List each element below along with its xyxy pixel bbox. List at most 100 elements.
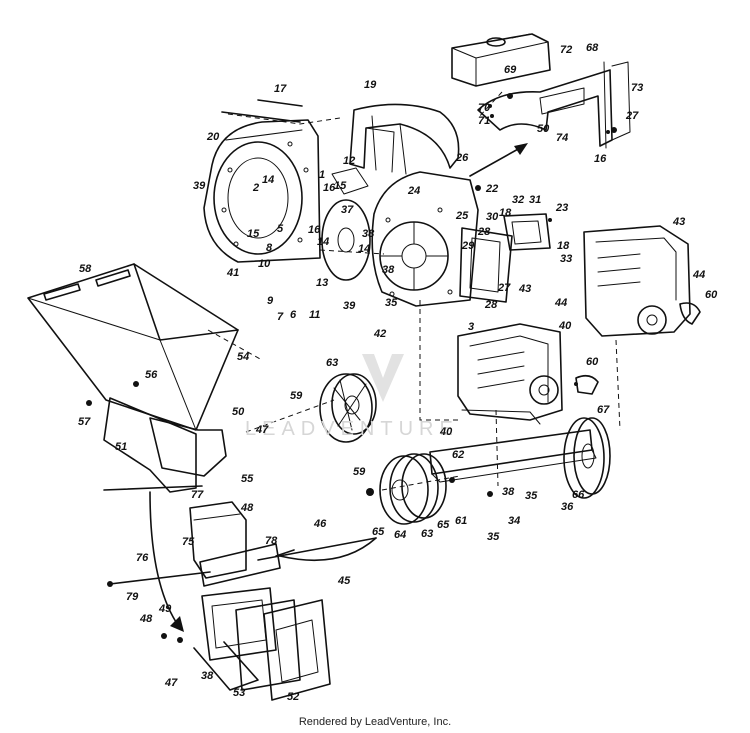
insertion-arrow [149,491,184,632]
part-label-11: 11 [309,309,321,321]
footer-credit: Rendered by LeadVenture, Inc. [298,716,452,728]
part-label-20: 20 [207,131,220,143]
part-label-43-2: 43 [519,283,532,295]
part-label-72: 72 [560,44,573,56]
part-label-43-1: 43 [673,216,686,228]
part-label-14-2: 14 [317,236,330,248]
part-label-69: 69 [504,64,517,76]
part-label-46: 46 [314,518,327,530]
part-label-47-2: 47 [165,677,178,689]
part-label-29: 29 [462,240,475,252]
part-label-78: 78 [265,535,278,547]
impeller-plate [321,167,371,281]
part-label-25: 25 [456,210,469,222]
part-label-2: 2 [253,182,260,194]
part-label-51: 51 [115,441,128,453]
part-label-15-2: 15 [247,228,260,240]
part-label-18-2: 18 [557,240,570,252]
tank-bracket [477,61,631,149]
part-label-49: 49 [159,603,172,615]
part-label-66: 66 [572,489,585,501]
part-label-71: 71 [478,115,491,127]
part-label-16-3: 16 [594,153,607,165]
part-label-34: 34 [508,515,521,527]
part-label-12: 12 [343,155,356,167]
watermark-text: LEADVENTURE [245,418,459,440]
part-label-54: 54 [237,351,250,363]
pulley-upper [319,373,377,443]
part-label-68: 68 [586,42,599,54]
part-label-10: 10 [258,258,271,270]
part-label-38-2: 38 [382,264,395,276]
part-label-48-1: 48 [241,502,254,514]
part-label-59-1: 59 [290,390,303,402]
part-label-32: 32 [512,194,525,206]
part-label-31: 31 [529,194,542,206]
part-label-47-1: 47 [256,424,269,436]
part-label-27-1: 27 [626,110,639,122]
part-label-26: 26 [456,152,469,164]
part-label-14-1: 14 [262,174,275,186]
part-label-53: 53 [233,687,246,699]
part-label-14-3: 14 [358,243,371,255]
direction-arrow [469,143,528,177]
part-label-28-2: 28 [485,299,498,311]
part-label-50-2: 50 [537,123,550,135]
part-label-77: 77 [191,489,204,501]
part-label-24: 24 [408,185,421,197]
frame-assembly [429,417,611,499]
rods [103,99,377,585]
part-label-13: 13 [316,277,329,289]
part-label-44-2: 44 [555,297,568,309]
part-label-35-1: 35 [385,297,398,309]
chute-cover [349,103,460,175]
part-label-16-1: 16 [323,182,336,194]
part-label-39-2: 39 [343,300,356,312]
part-label-15-1: 15 [334,180,347,192]
part-label-19: 19 [364,79,377,91]
part-label-40-2: 40 [440,426,453,438]
part-label-7: 7 [277,311,284,323]
part-label-8: 8 [266,242,273,254]
part-label-63-2: 63 [421,528,434,540]
part-label-3: 3 [468,321,475,333]
part-label-18-1: 18 [499,207,512,219]
part-label-38-4: 38 [201,670,214,682]
part-label-45: 45 [338,575,351,587]
engine-mount-bracket [459,227,513,303]
part-label-5: 5 [277,223,284,235]
part-label-52: 52 [287,691,300,703]
handle [503,213,551,251]
part-label-35-3: 35 [487,531,500,543]
part-label-37: 37 [341,204,354,216]
part-label-39-1: 39 [193,180,206,192]
part-label-30: 30 [486,211,499,223]
part-label-16-2: 16 [308,224,321,236]
part-label-44-1: 44 [693,269,706,281]
part-label-33: 33 [560,253,573,265]
part-label-38-3: 38 [502,486,515,498]
part-label-59-2: 59 [353,466,366,478]
lower-chute [193,587,331,701]
part-label-6: 6 [290,309,297,321]
part-label-50-1: 50 [232,406,245,418]
part-label-74: 74 [556,132,569,144]
fuel-tank [451,33,551,87]
part-label-22: 22 [486,183,499,195]
part-label-60-1: 60 [705,289,718,301]
rear-housing [203,119,321,263]
part-label-41: 41 [227,267,240,279]
engine-main [457,323,599,425]
part-label-73: 73 [631,82,644,94]
part-label-60-2: 60 [586,356,599,368]
assembly-lines [207,91,621,491]
hopper [27,263,239,477]
part-label-17: 17 [274,83,287,95]
part-label-61: 61 [455,515,468,527]
part-label-28-1: 28 [478,226,491,238]
part-label-23: 23 [556,202,569,214]
part-label-63-1: 63 [326,357,339,369]
front-housing [371,171,479,307]
